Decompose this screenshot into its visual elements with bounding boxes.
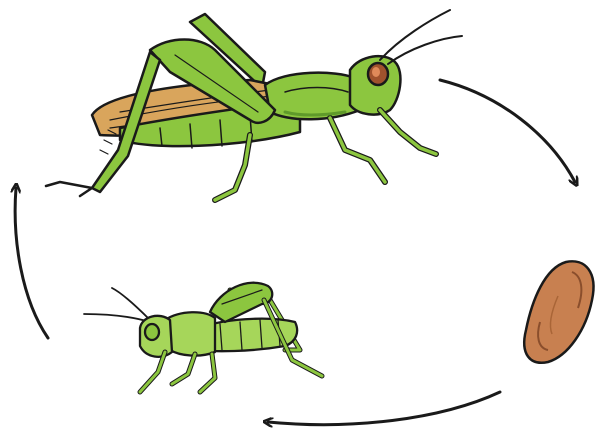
egg-icon bbox=[524, 261, 593, 362]
arrow-adult-to-egg bbox=[440, 80, 575, 182]
grasshopper-nymph-icon bbox=[84, 283, 322, 392]
arrow-egg-to-nymph bbox=[268, 392, 500, 425]
arrow-nymph-to-adult bbox=[15, 188, 48, 338]
grasshopper-adult-icon bbox=[46, 10, 462, 200]
